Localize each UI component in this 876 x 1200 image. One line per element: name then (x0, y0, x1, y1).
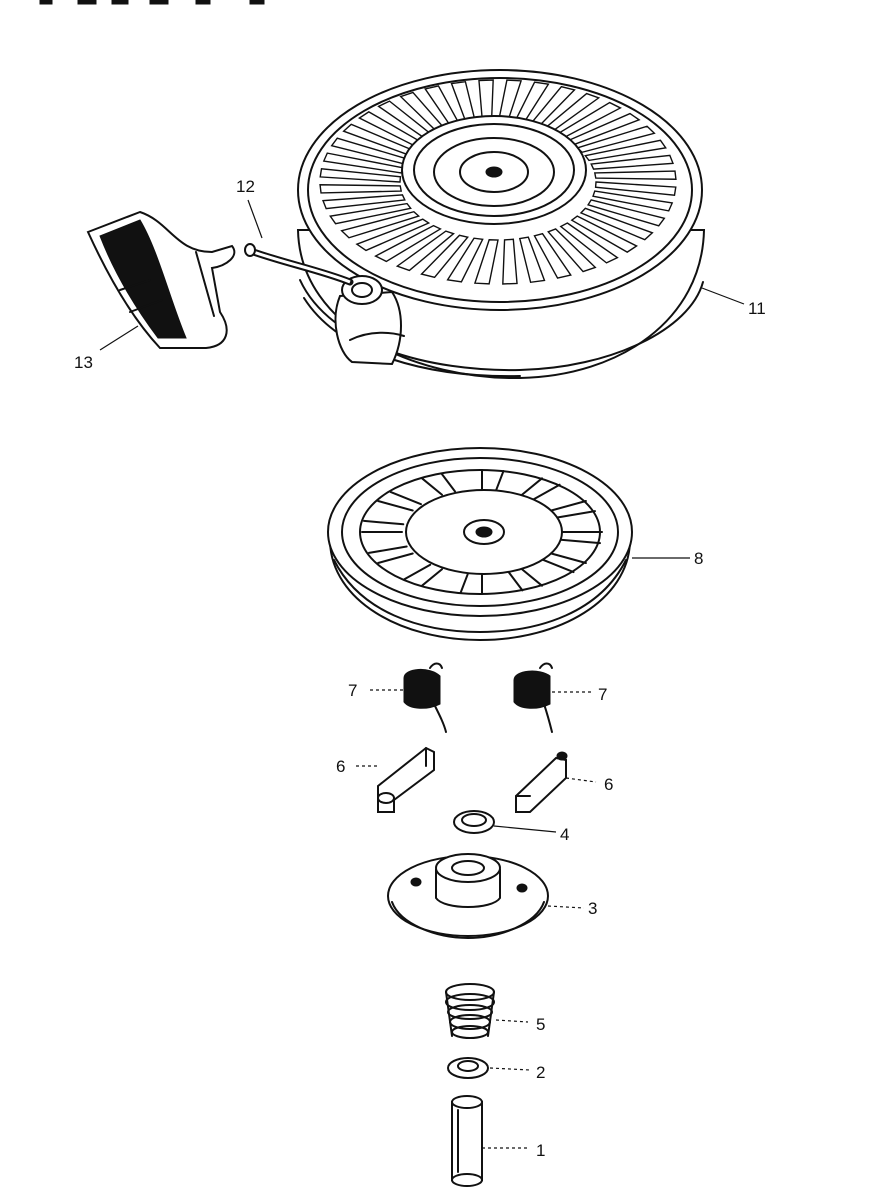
callout-7-right: 7 (598, 685, 607, 704)
starter-handle (86, 210, 236, 349)
washer-lower (447, 1057, 489, 1079)
housing-vent-slot (592, 190, 674, 212)
housing-vent-slot (420, 234, 469, 279)
pawl-spring-left (403, 662, 447, 733)
housing-vent-slot (446, 237, 484, 283)
callout-6-left: 6 (336, 757, 345, 776)
pulley-rib (368, 545, 408, 554)
housing-vent-slot (473, 239, 499, 285)
housing-vent-slot (570, 215, 638, 253)
pulley-rib (507, 571, 524, 592)
housing-vent-slot (319, 168, 402, 183)
pulley-rib (362, 519, 405, 526)
callout-4: 4 (560, 825, 569, 844)
pulley (327, 447, 633, 642)
pulley-rib (521, 477, 543, 496)
pulley-rib (389, 490, 422, 506)
washer-upper (453, 810, 495, 834)
housing-vent-slot (518, 236, 546, 284)
housing-vent-slot (395, 230, 455, 272)
housing-vent-slot (590, 154, 674, 170)
retainer-plate (387, 853, 549, 939)
pawl-right (515, 751, 568, 813)
callout-6-right: 6 (604, 775, 613, 794)
housing-vent-slot (593, 170, 677, 180)
callout-1: 1 (536, 1141, 545, 1160)
housing-vent-slot (579, 207, 654, 241)
pulley-rib (403, 563, 432, 581)
pulley-rib (440, 472, 457, 493)
callouts: 12 11 13 8 7 7 6 6 4 3 5 2 1 (74, 177, 766, 1160)
housing-vent-slot (547, 228, 597, 273)
housing-vent-slot (533, 232, 572, 279)
compression-spring (445, 983, 495, 1039)
housing-vent-slot (559, 222, 619, 264)
pulley-rib (377, 552, 414, 564)
housing-vent-slot (319, 184, 403, 194)
pulley-rib (550, 500, 587, 512)
housing-vent-slot (355, 218, 431, 252)
housing-vent-slot (587, 199, 666, 227)
pulley-rib (556, 510, 596, 519)
pulley-rib (559, 538, 602, 545)
pawl-left (377, 746, 435, 813)
pawl-spring-right (513, 662, 553, 733)
pulley-rib (495, 470, 505, 491)
callout-8: 8 (694, 549, 703, 568)
pulley-rib (377, 500, 414, 512)
pin (451, 1095, 483, 1187)
cropped-header-marks (39, 0, 265, 5)
housing-vent-slot (322, 194, 406, 210)
housing-vent-slot (584, 139, 667, 162)
pulley-rib (532, 483, 561, 501)
pulley-rib (421, 568, 443, 587)
callout-13: 13 (74, 353, 93, 372)
callout-12: 12 (236, 177, 255, 196)
starter-rope (244, 243, 354, 286)
pulley-rib (550, 552, 587, 564)
pulley-rib (421, 477, 443, 496)
callout-3: 3 (588, 899, 597, 918)
housing-vent-slot (374, 224, 442, 263)
callout-2: 2 (536, 1063, 545, 1082)
callout-7-left: 7 (348, 681, 357, 700)
housing-vent-slot (594, 181, 677, 196)
housing-vent-slot (502, 238, 518, 285)
starter-housing (296, 69, 706, 380)
pulley-rib (459, 573, 469, 594)
housing-vent-slot (329, 202, 412, 225)
pulley-rib (542, 558, 575, 574)
housing-vent-slot (340, 210, 421, 239)
leader-lines (99, 199, 745, 1149)
callout-11: 11 (748, 299, 766, 318)
pulley-rib (521, 568, 543, 587)
callout-5: 5 (536, 1015, 545, 1034)
